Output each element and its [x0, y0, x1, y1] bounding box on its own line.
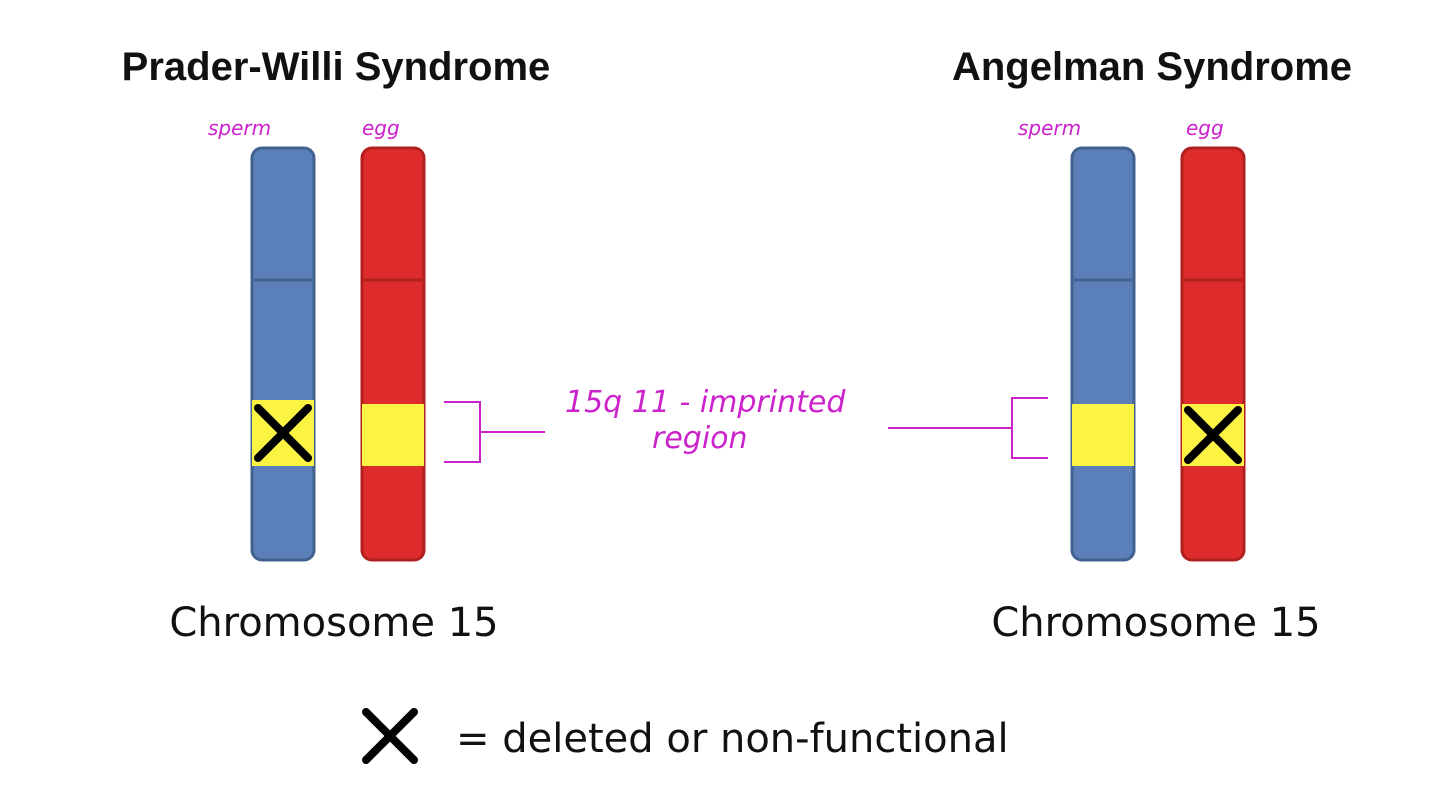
annotation-line-1: 15q 11 - imprinted: [565, 385, 846, 420]
chromosome-caption: Chromosome 15: [169, 600, 498, 646]
annotation-line-2: region: [652, 421, 748, 456]
legend: = deleted or non-functional: [362, 708, 1009, 764]
chromosome-body: [1070, 146, 1136, 562]
panel-title: Angelman Syndrome: [952, 45, 1352, 89]
chromosome-body: [250, 146, 316, 562]
imprinted-region-annotation: 15q 11 - imprinted region: [565, 385, 846, 456]
sperm-label: sperm: [1018, 116, 1081, 140]
chromosome-caption: Chromosome 15: [991, 600, 1320, 646]
panel-title: Prader-Willi Syndrome: [122, 45, 551, 89]
panel-prader-willi: Prader-Willi Syndrome sperm egg Chromoso…: [122, 45, 551, 646]
maternal-chromosome: [360, 146, 426, 562]
imprinted-region-band: [362, 404, 424, 466]
deletion-x-icon: [1184, 406, 1242, 464]
egg-label: egg: [362, 116, 400, 140]
paternal-chromosome: [250, 146, 316, 562]
egg-label: egg: [1186, 116, 1224, 140]
deletion-x-icon: [254, 404, 312, 462]
legend-text: = deleted or non-functional: [456, 716, 1009, 762]
sperm-label: sperm: [208, 116, 271, 140]
chromosome-body: [1180, 146, 1246, 562]
panel-angelman: Angelman Syndrome sperm egg Chromosome 1…: [888, 45, 1352, 646]
region-bracket: [444, 401, 545, 463]
paternal-chromosome: [1070, 146, 1136, 562]
maternal-chromosome: [1180, 146, 1246, 562]
x-mark-icon: [362, 708, 418, 764]
chromosome-body: [360, 146, 426, 562]
region-bracket: [888, 397, 1048, 459]
imprinted-region-band: [1072, 404, 1134, 466]
